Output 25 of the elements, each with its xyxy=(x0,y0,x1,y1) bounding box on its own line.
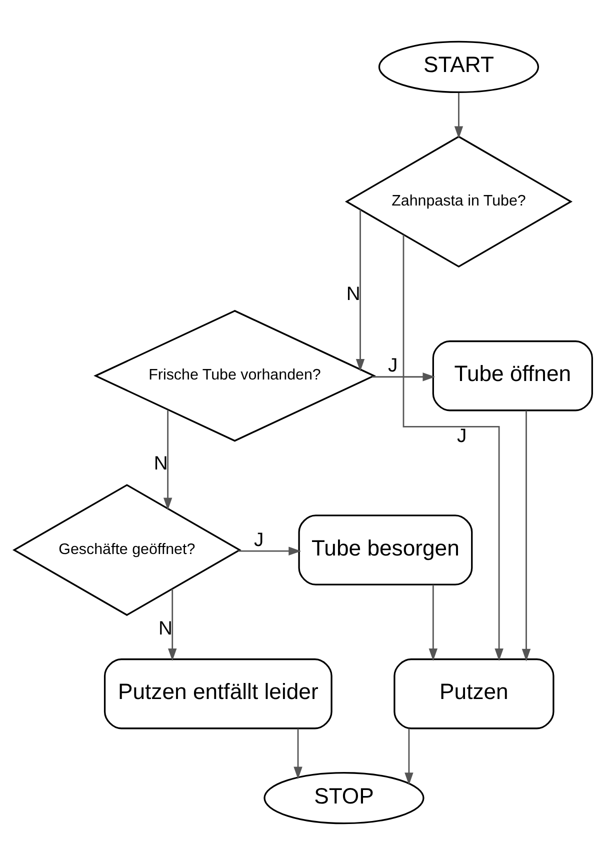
node-diamond: Zahnpasta in Tube? xyxy=(344,136,573,268)
edge-label: N xyxy=(158,618,172,640)
node-box: Tube öffnen xyxy=(432,340,593,412)
node-diamond: Geschäfte geöffnet? xyxy=(12,484,242,616)
node-box: Tube besorgen xyxy=(298,514,473,586)
arrow xyxy=(402,234,504,661)
arrow xyxy=(404,728,414,786)
edge-label: N xyxy=(154,452,168,475)
arrow xyxy=(238,546,302,556)
arrow xyxy=(163,410,172,510)
edge-label: J xyxy=(456,425,467,448)
arrow xyxy=(356,210,365,372)
arrow xyxy=(372,372,436,382)
edge-label: J xyxy=(254,528,264,551)
node-diamond: Frische Tube vorhanden? xyxy=(94,310,376,442)
node-box: Putzen entfällt leider xyxy=(104,658,332,730)
arrow xyxy=(522,410,531,662)
node-ellipse: START xyxy=(378,40,540,94)
arrow xyxy=(294,728,302,780)
edge-label: N xyxy=(346,283,360,306)
arrow xyxy=(454,92,464,139)
edge-label: J xyxy=(388,354,398,377)
arrow xyxy=(168,588,177,661)
arrow xyxy=(428,584,438,661)
node-box: Putzen xyxy=(394,658,554,730)
